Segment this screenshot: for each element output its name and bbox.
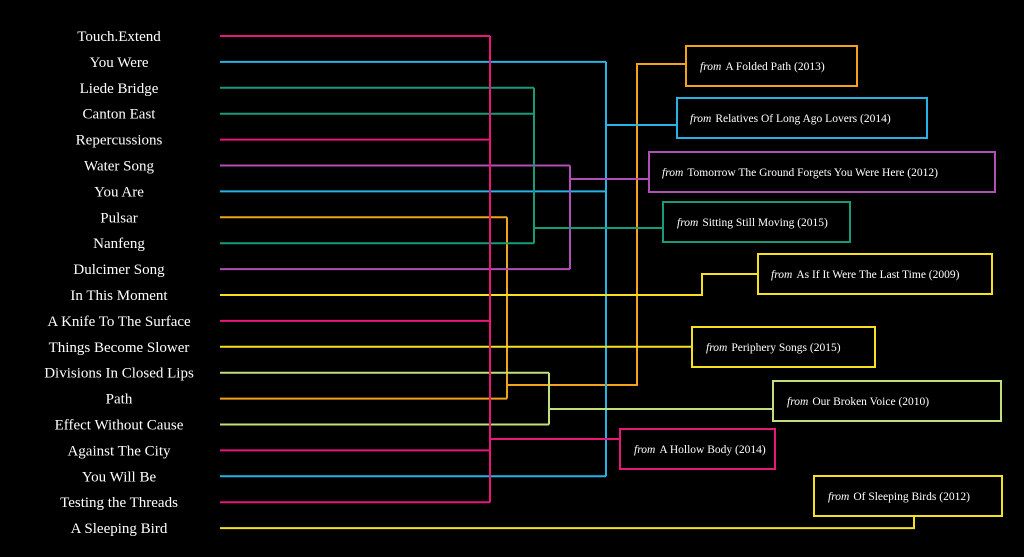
from-prefix: from (700, 61, 721, 73)
connector-relatives (220, 60, 677, 478)
album-box: from As If It Were The Last Time (2009) (757, 253, 993, 295)
album-title: Relatives Of Long Ago Lovers (2014) (715, 113, 891, 125)
album-caption: from Our Broken Voice (2010) (787, 396, 929, 408)
track-label: Water Song (84, 159, 155, 175)
album-title: Sitting Still Moving (2015) (702, 217, 828, 229)
track-label: You Were (89, 55, 148, 71)
album-box-frame (691, 326, 876, 368)
album-caption: from A Hollow Body (2014) (634, 444, 766, 456)
album-title: A Folded Path (2013) (725, 61, 825, 73)
album-caption: from Periphery Songs (2015) (706, 342, 841, 354)
album-box-frame (813, 475, 1003, 517)
connector-broken (220, 371, 773, 426)
from-prefix: from (771, 269, 792, 281)
album-title: Periphery Songs (2015) (731, 342, 840, 354)
album-box: from Tomorrow The Ground Forgets You Were… (648, 151, 996, 193)
track-label: Divisions In Closed Lips (44, 366, 194, 382)
album-box: from Periphery Songs (2015) (691, 326, 876, 368)
connector-tomorrow (220, 164, 649, 271)
album-box: from Relatives Of Long Ago Lovers (2014) (676, 97, 928, 139)
track-label: Pulsar (100, 210, 138, 226)
track-label: Canton East (83, 107, 157, 123)
track-label: Against The City (67, 443, 171, 459)
track-label: In This Moment (70, 288, 168, 304)
track-label: You Will Be (82, 469, 157, 485)
from-prefix: from (787, 396, 808, 408)
album-box-frame (676, 97, 928, 139)
track-label: Path (106, 392, 133, 408)
album-title: As If It Were The Last Time (2009) (796, 269, 959, 281)
album-caption: from Of Sleeping Birds (2012) (828, 491, 970, 503)
track-label: A Knife To The Surface (47, 314, 191, 330)
album-box: from Our Broken Voice (2010) (772, 380, 1002, 422)
album-box-frame (685, 45, 858, 87)
album-box-frame (648, 151, 996, 193)
connector-hollow (220, 35, 620, 504)
track-label: Liede Bridge (80, 81, 159, 97)
album-title: Tomorrow The Ground Forgets You Were Her… (687, 167, 938, 179)
track-label: Effect Without Cause (55, 418, 184, 434)
album-box: from A Folded Path (2013) (685, 45, 858, 87)
track-label: Repercussions (76, 133, 163, 149)
album-box-frame (757, 253, 993, 295)
album-title: Our Broken Voice (2010) (812, 396, 929, 408)
track-label: Dulcimer Song (73, 262, 165, 278)
connector-sleeping (220, 495, 915, 530)
album-caption: from Tomorrow The Ground Forgets You Were… (662, 167, 938, 179)
album-box-frame (662, 201, 851, 243)
track-label: You Are (94, 184, 144, 200)
album-box: from Of Sleeping Birds (2012) (813, 475, 1003, 517)
album-caption: from As If It Were The Last Time (2009) (771, 269, 960, 281)
album-box-frame (772, 380, 1002, 422)
from-prefix: from (662, 167, 683, 179)
connector-folded (220, 63, 686, 400)
album-box: from A Hollow Body (2014) (619, 428, 776, 470)
track-label: Nanfeng (93, 236, 145, 252)
from-prefix: from (828, 491, 849, 503)
track-label: Testing the Threads (60, 495, 178, 511)
track-label: Touch.Extend (77, 29, 161, 45)
from-prefix: from (677, 217, 698, 229)
track-label: Things Become Slower (49, 340, 190, 356)
album-title: A Hollow Body (2014) (659, 444, 766, 456)
from-prefix: from (706, 342, 727, 354)
track-label: A Sleeping Bird (71, 521, 168, 537)
connector-asif (220, 273, 758, 296)
album-caption: from Sitting Still Moving (2015) (677, 217, 828, 229)
album-box: from Sitting Still Moving (2015) (662, 201, 851, 243)
album-caption: from Relatives Of Long Ago Lovers (2014) (690, 113, 891, 125)
from-prefix: from (634, 444, 655, 456)
album-caption: from A Folded Path (2013) (700, 61, 825, 73)
album-title: Of Sleeping Birds (2012) (853, 491, 970, 503)
from-prefix: from (690, 113, 711, 125)
album-box-frame (619, 428, 776, 470)
connector-sitting (220, 86, 663, 245)
